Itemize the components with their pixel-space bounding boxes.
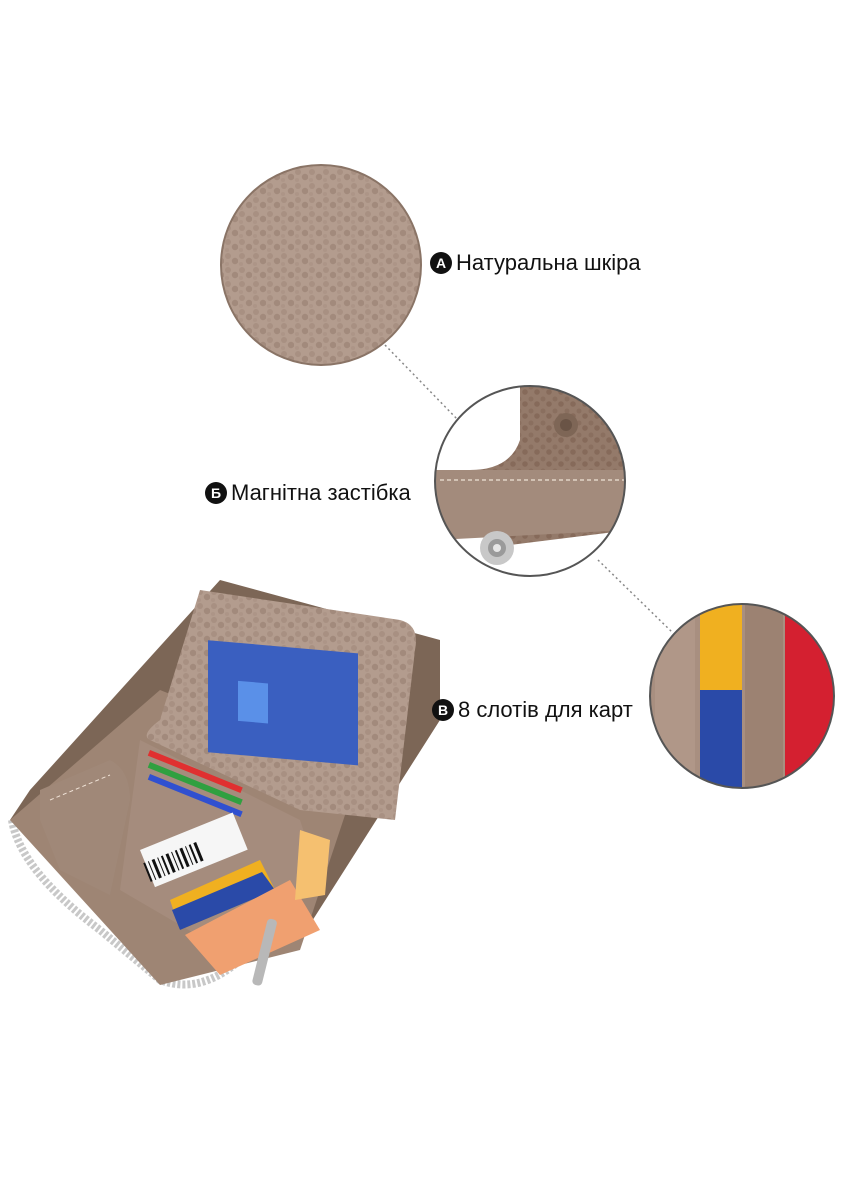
callout-text: Магнітна застібка xyxy=(231,480,411,505)
callout-text: Натуральна шкіра xyxy=(456,250,641,275)
detail-circle-leather xyxy=(220,164,422,366)
connector-line-b xyxy=(597,559,673,633)
wallet-illustration xyxy=(8,580,440,989)
callout-natural-leather: А Натуральна шкіра xyxy=(430,250,641,276)
callout-card-slots: В 8 слотів для карт xyxy=(432,697,633,723)
letter-badge-c-icon: В xyxy=(432,699,454,721)
letter-badge-b-icon: Б xyxy=(205,482,227,504)
letter-badge-a-icon: А xyxy=(430,252,452,274)
detail-circle-magnetic-clasp xyxy=(435,386,625,576)
connector-line-a xyxy=(384,344,459,421)
callout-magnetic-clasp: Б Магнітна застібка xyxy=(205,480,411,506)
callout-text: 8 слотів для карт xyxy=(458,697,633,722)
